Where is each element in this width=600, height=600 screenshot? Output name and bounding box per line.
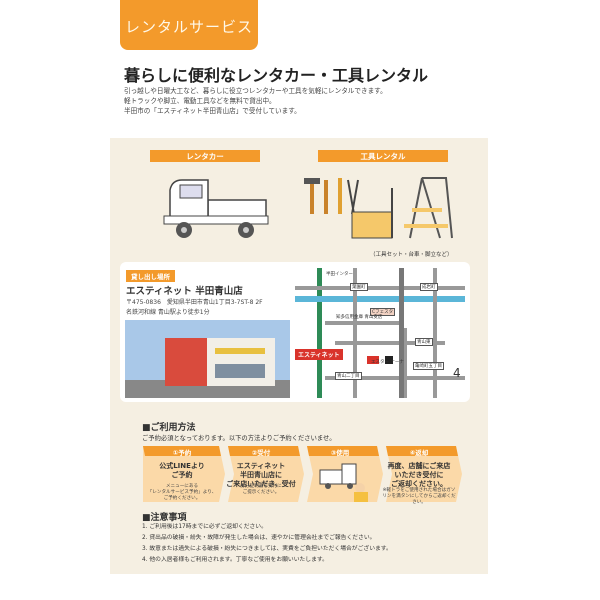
step-header: ②受付: [251, 449, 271, 457]
map-label: 半田インター: [326, 272, 353, 277]
intro-line: 半田市の「エスティネット半田青山店」で受付しています。: [124, 107, 301, 115]
step-note: 身分証明書を受付に ご提示ください。: [240, 484, 282, 495]
step-note: ※軽トラをご使用された場合はガソ リンを満タンにしてからご返却くだ さい。: [382, 488, 456, 505]
note-item: 1. ご利用後は17時までに必ずご返却ください。: [142, 524, 267, 530]
store-name: エスティネット 半田青山店: [126, 286, 243, 297]
map-label: 成岩町: [420, 283, 438, 291]
note-item: 3. 故意または過失による破損・紛失につきましては、実費をご負担いただく場合がご…: [142, 546, 392, 552]
section-tab: レンタルサービス: [120, 0, 258, 50]
category-tools: 工具レンタル: [318, 150, 448, 162]
intro-line: 引っ越しや日曜大工など、暮らしに役立つレンタカーや工具を気軽にレンタルできます。: [124, 87, 387, 95]
step-note: メニューにある 「レンタルサービス予約」より、 ご予約ください。: [147, 484, 217, 501]
notes-title: ■注意事項: [142, 513, 187, 523]
tools-note: （工具セット・台車・脚立など）: [370, 252, 453, 258]
step-body: エスティネット 半田青山店に ご来店いただき、受付: [226, 462, 296, 488]
truck-illustration: [163, 179, 269, 238]
category-car: レンタカー: [150, 150, 260, 162]
page-title: 暮らしに便利なレンタカー・工具レンタル: [124, 66, 429, 85]
step-body: 再度、店舗にご来店 いただき受付に ご返却ください。: [387, 462, 451, 488]
note-item: 2. 貸出品の破損・紛失・故障が発生した場合は、速やかに管理会社までご報告くださ…: [142, 535, 376, 541]
store-photo: [125, 320, 290, 398]
access-map: エスティネット 半田インター 葉園町 成岩町 Cフェスタ 知多信用金庫 青山支店…: [295, 268, 465, 398]
usage-title: ■ご利用方法: [142, 423, 196, 433]
step-body: 公式LINEより ご予約: [159, 462, 205, 479]
usage-subtitle: ご予約必須となっております。以下の方法よりご予約くださいませ。: [142, 435, 336, 442]
map-label: 青山二丁目: [335, 372, 362, 380]
note-item: 4. 他の入居者様もご利用されます。丁寧なご使用をお願いいたします。: [142, 557, 328, 563]
usage-step-4: ④返却再度、店舗にご来店 いただき受付に ご返却ください。※軽トラをご使用された…: [380, 446, 464, 505]
map-label: エスター ナーナ: [371, 360, 404, 365]
intro-text: 引っ越しや日曜大工など、暮らしに役立つレンタカーや工具を気軽にレンタルできます。…: [124, 86, 387, 116]
step-header: ③使用: [330, 449, 350, 457]
notes-list: 1. ご利用後は17時までに必ずご返却ください。 2. 貸出品の破損・紛失・故障…: [142, 522, 392, 566]
map-label: 亀崎町五丁目: [413, 362, 444, 370]
usage-step-1: ①予約公式LINEより ご予約メニューにある 「レンタルサービス予約」より、 ご…: [143, 446, 227, 502]
map-store-label: エスティネット: [295, 349, 343, 360]
map-label: Cフェスタ: [370, 308, 396, 316]
tools-illustration: [304, 177, 453, 239]
usage-step-2: ②受付エスティネット 半田青山店に ご来店いただき、受付身分証明書を受付に ご提…: [222, 446, 306, 502]
map-label: 葉園町: [350, 283, 368, 291]
step-header: ①予約: [172, 449, 192, 457]
access-line: 名鉄河和線 青山駅より徒歩1分: [126, 309, 210, 316]
address-line: 〒475-0836 愛知県半田市青山1丁目3-7ST-8 2F: [126, 299, 263, 306]
store-address: 〒475-0836 愛知県半田市青山1丁目3-7ST-8 2F 名鉄河和線 青山…: [126, 298, 263, 318]
intro-line: 軽トラックや脚立、電動工具などを無料で貸出中。: [124, 97, 276, 105]
map-label: 青山東: [415, 338, 433, 346]
map-label: 知多信用金庫 青山支店: [336, 315, 383, 320]
truck-worker-illustration: [319, 463, 368, 502]
step-header: ④返却: [409, 449, 429, 457]
north-indicator: 4: [453, 366, 461, 380]
location-badge: 貸し出し場所: [126, 270, 175, 282]
